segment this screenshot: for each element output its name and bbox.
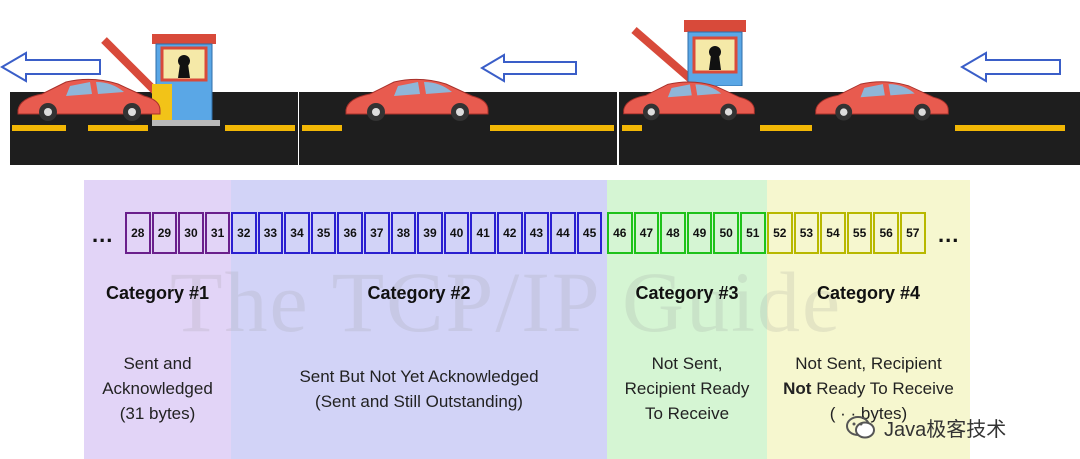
desc-line: ( · · bytes) [829,404,908,423]
toll-booth-icon [631,20,746,86]
car-icon [623,81,755,121]
desc-line: To Receive [644,404,730,423]
byte-cell: 38 [390,212,417,254]
byte-cell: 35 [310,212,337,254]
desc-line: Not Ready To Receive [767,376,970,401]
category-4-desc: Not Sent, Recipient Not Ready To Receive… [767,351,970,426]
car-icon [345,78,489,121]
byte-cell: 44 [550,212,576,254]
brand: Java极客技术 [846,413,1006,442]
road-dash [88,125,148,131]
desc-line: Not Sent, Recipient [795,354,942,373]
desc-line: Sent and [123,354,192,373]
category-2-title: Category #2 [367,283,471,303]
byte-cell: 48 [660,212,686,254]
category-4-band [767,180,970,459]
wechat-icon [846,415,875,438]
desc-line: Sent But Not Yet Acknowledged [299,367,539,386]
ellipsis-right: ... [938,222,960,247]
byte-cell: 50 [713,212,739,254]
byte-cell: 37 [364,212,390,254]
byte-cell: 39 [417,212,443,254]
road-dash [225,125,295,131]
byte-cell: 49 [686,212,713,254]
desc-line: Recipient Ready [624,379,750,398]
road-dash [760,125,812,131]
category-1-desc: Sent and Acknowledged (31 bytes) [84,351,231,426]
byte-cell: 36 [337,212,363,254]
category-3-title: Category #3 [635,283,739,303]
byte-cell: 47 [633,212,660,254]
byte-cell: 51 [740,212,766,254]
category-4-title: Category #4 [816,283,921,303]
category-2-desc: Sent But Not Yet Acknowledged (Sent and … [231,364,607,414]
byte-cell: 43 [523,212,550,254]
barrier-gate-icon [631,26,697,86]
byte-cell: 30 [178,212,204,254]
category-3-desc: Not Sent, Recipient Ready To Receive [607,351,767,426]
left-arrow-icon [960,51,1061,83]
byte-cell: 53 [793,212,820,254]
byte-cell: 33 [257,212,284,254]
road-dash [955,125,1065,131]
byte-cell: 55 [846,212,873,254]
byte-cell: 54 [820,212,846,254]
byte-cell: 46 [607,212,633,254]
ellipsis-left: ... [92,222,114,247]
byte-cell: 40 [443,212,470,254]
left-arrow-icon [0,51,101,83]
byte-cell: 29 [151,212,178,254]
byte-cell: 52 [767,212,793,254]
desc-line: (Sent and Still Outstanding) [315,392,523,411]
road-dash [302,125,342,131]
road-dash [12,125,66,131]
byte-cell: 34 [284,212,310,254]
byte-cell: 28 [125,212,151,254]
desc-bold: Not [783,379,812,398]
car-icon [17,78,161,121]
desc-rest: Ready To Receive [811,379,954,398]
category-1-title: Category #1 [105,283,210,303]
byte-cell: 56 [873,212,899,254]
watermark: The TCP/IP Guide [170,254,843,350]
desc-line: (31 bytes) [119,404,196,423]
byte-cell: 31 [204,212,231,254]
desc-line: Acknowledged [102,379,213,398]
byte-cell: 57 [900,212,926,254]
road-dash [490,125,614,131]
byte-cell: 32 [231,212,257,254]
car-icon [815,81,949,121]
desc-line: Not Sent, [651,354,723,373]
byte-cell: 41 [470,212,496,254]
brand-name: Java极客技术 [884,419,1007,441]
byte-cell: 45 [576,212,603,254]
toll-booth-icon [101,34,220,126]
byte-cell: 42 [497,212,523,254]
left-arrow-icon [480,53,577,83]
road-dash [622,125,642,131]
